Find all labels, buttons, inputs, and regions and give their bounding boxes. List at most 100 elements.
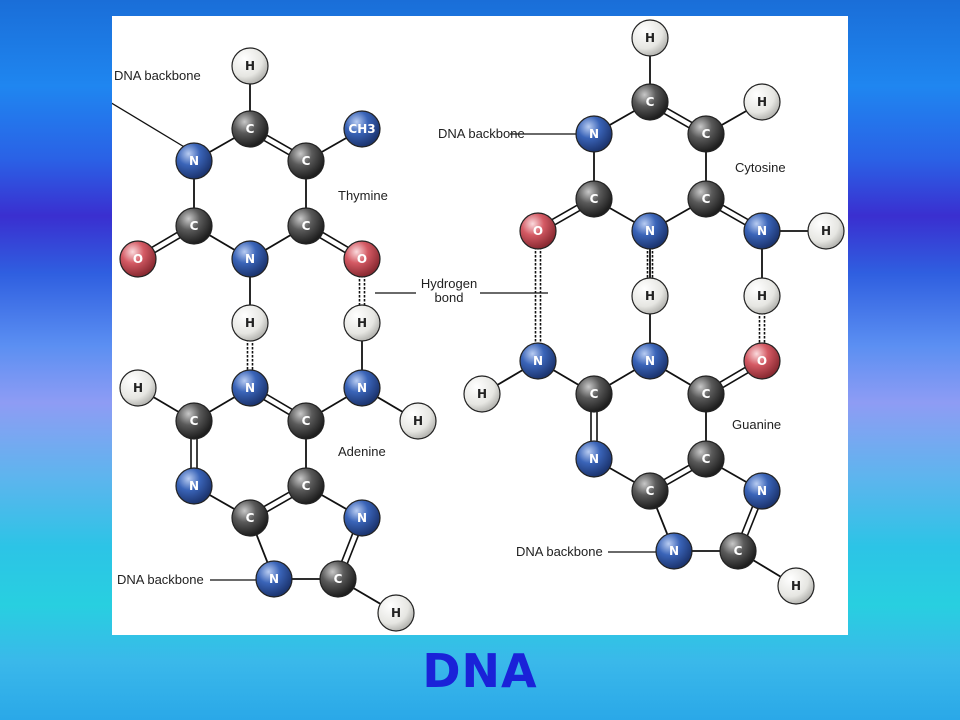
labels-layer: Thymine Adenine Cytosine Guanine Hydroge… — [114, 68, 786, 587]
atom-sphere — [743, 83, 781, 121]
leader-line — [112, 102, 187, 149]
atom-symbol: H — [245, 59, 255, 73]
atom-c: C — [175, 402, 213, 440]
atom-sphere — [463, 375, 501, 413]
atom-sphere — [743, 212, 781, 250]
atom-symbol: N — [357, 511, 367, 525]
atom-c: C — [719, 532, 757, 570]
atom-sphere — [743, 342, 781, 380]
label-hydrogen-bond-line1: Hydrogen — [421, 276, 477, 291]
atom-c: C — [575, 180, 613, 218]
atom-symbol: C — [334, 572, 343, 586]
atom-symbol: C — [734, 544, 743, 558]
atom-sphere — [231, 499, 269, 537]
atom-h: H — [807, 212, 845, 250]
atom-symbol: C — [302, 219, 311, 233]
atom-symbol: H — [477, 387, 487, 401]
atom-c: C — [687, 440, 725, 478]
label-backbone-top-left: DNA backbone — [114, 68, 201, 83]
atom-h: H — [631, 277, 669, 315]
atom-h: H — [119, 369, 157, 407]
atom-n: N — [175, 142, 213, 180]
atom-symbol: C — [590, 192, 599, 206]
atom-c: C — [687, 115, 725, 153]
page-title: DNA — [422, 644, 538, 698]
atom-symbol: N — [757, 224, 767, 238]
atom-symbol: N — [189, 154, 199, 168]
atom-sphere — [687, 375, 725, 413]
atom-sphere — [631, 83, 669, 121]
atom-symbol: N — [589, 452, 599, 466]
atom-symbol: C — [190, 219, 199, 233]
atom-sphere — [343, 110, 381, 148]
atom-h: H — [231, 47, 269, 85]
atom-symbol: C — [302, 479, 311, 493]
atom-n: N — [343, 499, 381, 537]
atom-c: C — [319, 560, 357, 598]
atom-symbol: C — [646, 95, 655, 109]
atom-h: H — [743, 277, 781, 315]
atom-sphere — [231, 369, 269, 407]
atom-o: O — [519, 212, 557, 250]
atom-o: O — [743, 342, 781, 380]
atom-symbol: N — [269, 572, 279, 586]
atom-sphere — [807, 212, 845, 250]
atom-sphere — [231, 110, 269, 148]
atom-c: C — [231, 110, 269, 148]
atom-n: N — [631, 342, 669, 380]
label-adenine: Adenine — [338, 444, 386, 459]
atom-sphere — [519, 342, 557, 380]
atom-sphere — [377, 594, 415, 632]
atom-sphere — [231, 47, 269, 85]
atom-sphere — [575, 180, 613, 218]
atom-sphere — [175, 467, 213, 505]
atom-n: N — [575, 115, 613, 153]
label-backbone-bottom-left: DNA backbone — [117, 572, 204, 587]
atom-c: C — [687, 180, 725, 218]
atom-sphere — [287, 467, 325, 505]
atom-symbol: N — [533, 354, 543, 368]
atom-sphere — [255, 560, 293, 598]
atom-sphere — [119, 369, 157, 407]
atom-sphere — [343, 369, 381, 407]
atom-n: N — [175, 467, 213, 505]
atom-sphere — [343, 304, 381, 342]
atom-sphere — [575, 115, 613, 153]
atom-n: N — [743, 212, 781, 250]
atom-n: N — [743, 472, 781, 510]
atom-symbol: O — [357, 252, 367, 266]
atom-c: C — [631, 472, 669, 510]
atom-sphere — [655, 532, 693, 570]
atom-symbol: N — [757, 484, 767, 498]
atom-h: H — [463, 375, 501, 413]
atom-n: N — [631, 212, 669, 250]
atom-symbol: C — [702, 192, 711, 206]
atom-symbol: C — [302, 154, 311, 168]
atom-sphere — [631, 277, 669, 315]
atom-sphere — [687, 440, 725, 478]
atom-symbol: C — [702, 127, 711, 141]
atom-symbol: C — [246, 122, 255, 136]
atom-n: N — [519, 342, 557, 380]
atom-sphere — [175, 402, 213, 440]
atom-n: N — [343, 369, 381, 407]
atom-symbol: C — [646, 484, 655, 498]
atom-symbol: H — [413, 414, 423, 428]
atom-sphere — [287, 142, 325, 180]
atom-c: C — [231, 499, 269, 537]
atom-sphere — [175, 142, 213, 180]
atom-ch3: CH3 — [343, 110, 381, 148]
atom-sphere — [119, 240, 157, 278]
atom-sphere — [687, 115, 725, 153]
atom-c: C — [287, 402, 325, 440]
atom-sphere — [777, 567, 815, 605]
atom-o: O — [343, 240, 381, 278]
atom-h: H — [743, 83, 781, 121]
atom-symbol: N — [645, 354, 655, 368]
atom-h: H — [343, 304, 381, 342]
atom-sphere — [631, 472, 669, 510]
atom-symbol: C — [190, 414, 199, 428]
atom-sphere — [687, 180, 725, 218]
atom-symbol: H — [245, 316, 255, 330]
